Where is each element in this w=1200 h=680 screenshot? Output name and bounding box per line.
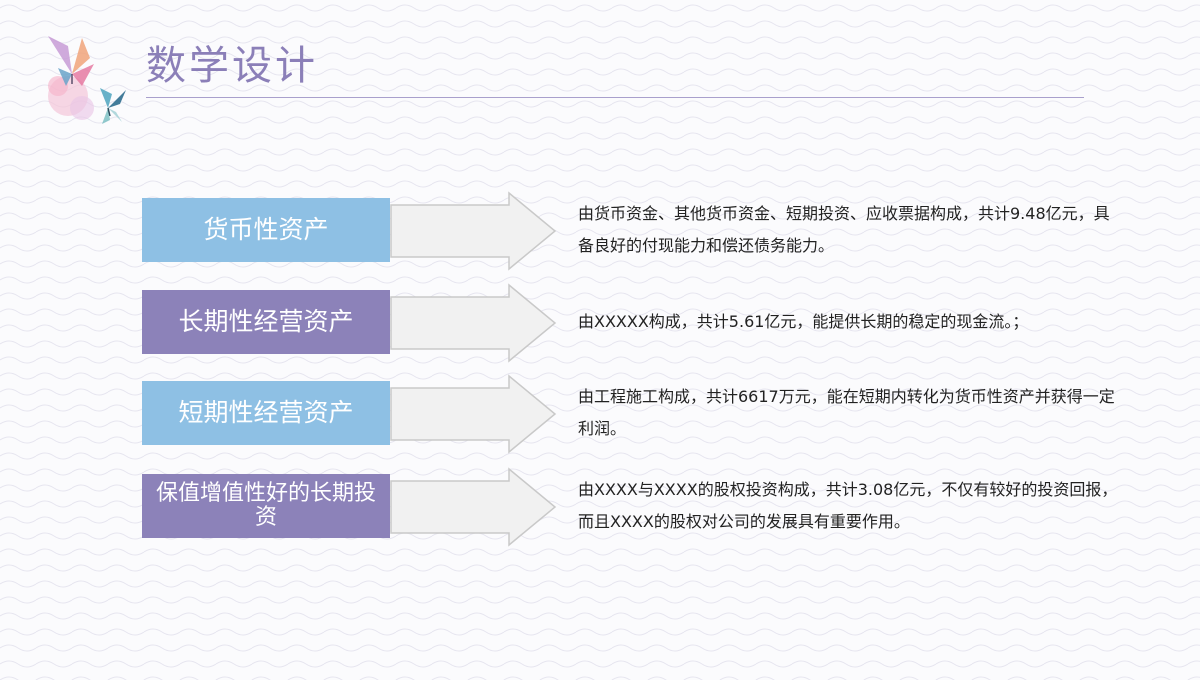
asset-label-3: 短期性经营资产 [142, 381, 390, 445]
asset-row-2: 长期性经营资产 由XXXXX构成，共计5.61亿元，能提供长期的稳定的现金流。； [142, 283, 1132, 363]
asset-row-3: 短期性经营资产 由工程施工构成，共计6617万元，能在短期内转化为货币性资产并获… [142, 374, 1132, 454]
title-divider [146, 97, 1084, 98]
page-title: 数学设计 [146, 43, 318, 89]
arrow-right-icon [390, 467, 557, 547]
asset-row-4: 保值增值性好的长期投资 由XXXX与XXXX的股权投资构成，共计3.08亿元，不… [142, 467, 1132, 547]
asset-description-1: 由货币资金、其他货币资金、短期投资、应收票据构成，共计9.48亿元，具备良好的付… [578, 204, 1110, 255]
asset-description-2: 由XXXXX构成，共计5.61亿元，能提供长期的稳定的现金流。； [578, 312, 1029, 331]
asset-description-4: 由XXXX与XXXX的股权投资构成，共计3.08亿元，不仅有较好的投资回报，而且… [578, 480, 1118, 531]
asset-label-2: 长期性经营资产 [142, 290, 390, 354]
butterfly-icon [48, 36, 126, 124]
asset-row-1: 货币性资产 由货币资金、其他货币资金、短期投资、应收票据构成，共计9.48亿元，… [142, 191, 1132, 271]
arrow-right-icon [390, 374, 557, 454]
asset-description-3: 由工程施工构成，共计6617万元，能在短期内转化为货币性资产并获得一定利润。 [578, 387, 1115, 438]
arrow-right-icon [390, 283, 557, 363]
asset-label-4: 保值增值性好的长期投资 [142, 474, 390, 538]
asset-label-1: 货币性资产 [142, 198, 390, 262]
arrow-right-icon [390, 191, 557, 271]
